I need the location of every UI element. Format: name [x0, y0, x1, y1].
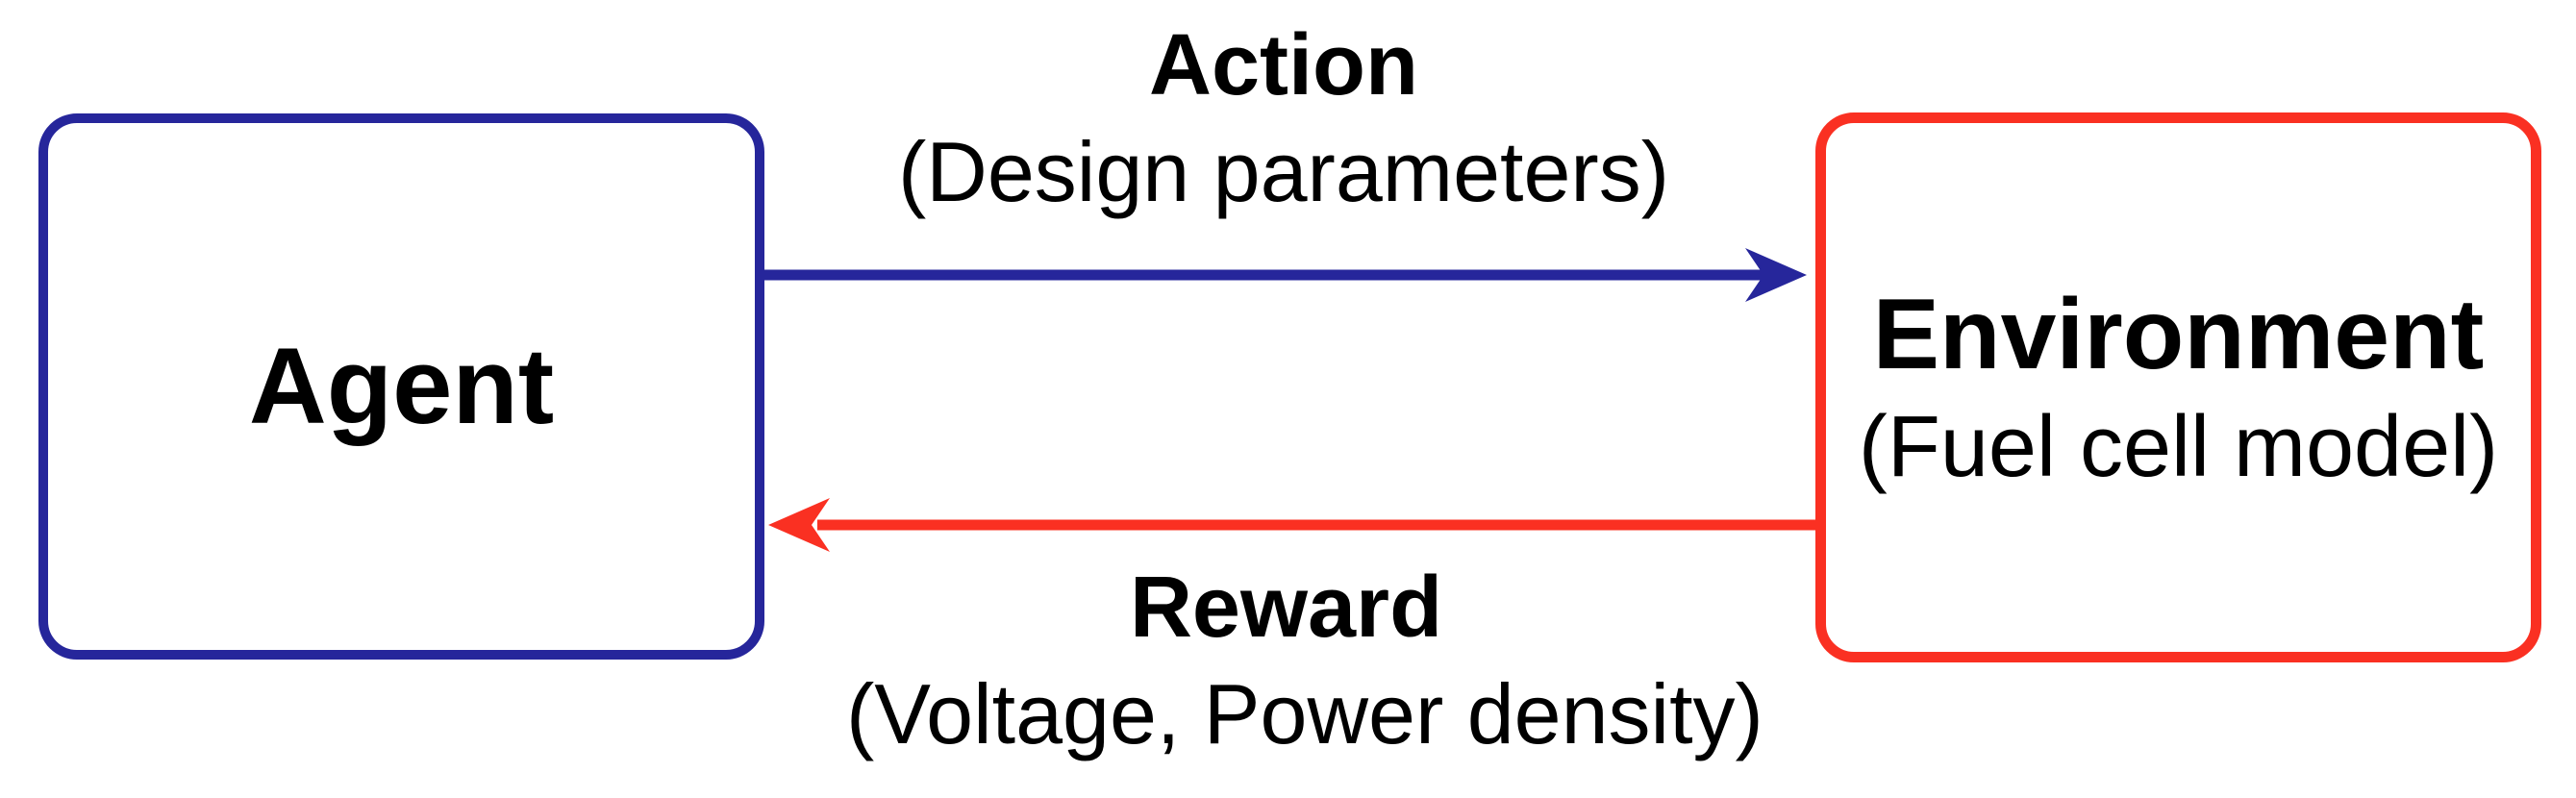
action-arrow [764, 248, 1807, 302]
action-arrow-sublabel: (Design parameters) [897, 124, 1670, 219]
reward-arrow [768, 498, 1815, 552]
reward-arrow-sublabel: (Voltage, Power density) [846, 666, 1763, 761]
reward-arrow-head-icon [768, 498, 830, 552]
environment-box: Environment (Fuel cell model) [1815, 112, 2541, 662]
environment-box-label: Environment [1872, 278, 2485, 390]
action-arrow-label: Action [1149, 17, 1418, 113]
action-arrow-head-icon [1745, 248, 1807, 302]
agent-box: Agent [38, 113, 764, 660]
agent-box-label: Agent [248, 325, 555, 446]
action-arrow-label-group: Action (Design parameters) [865, 10, 1702, 222]
reward-arrow-label: Reward [1129, 560, 1443, 656]
reward-arrow-label-group: Reward (Voltage, Power density) [846, 552, 1763, 764]
environment-box-sublabel: (Fuel cell model) [1858, 398, 2499, 495]
